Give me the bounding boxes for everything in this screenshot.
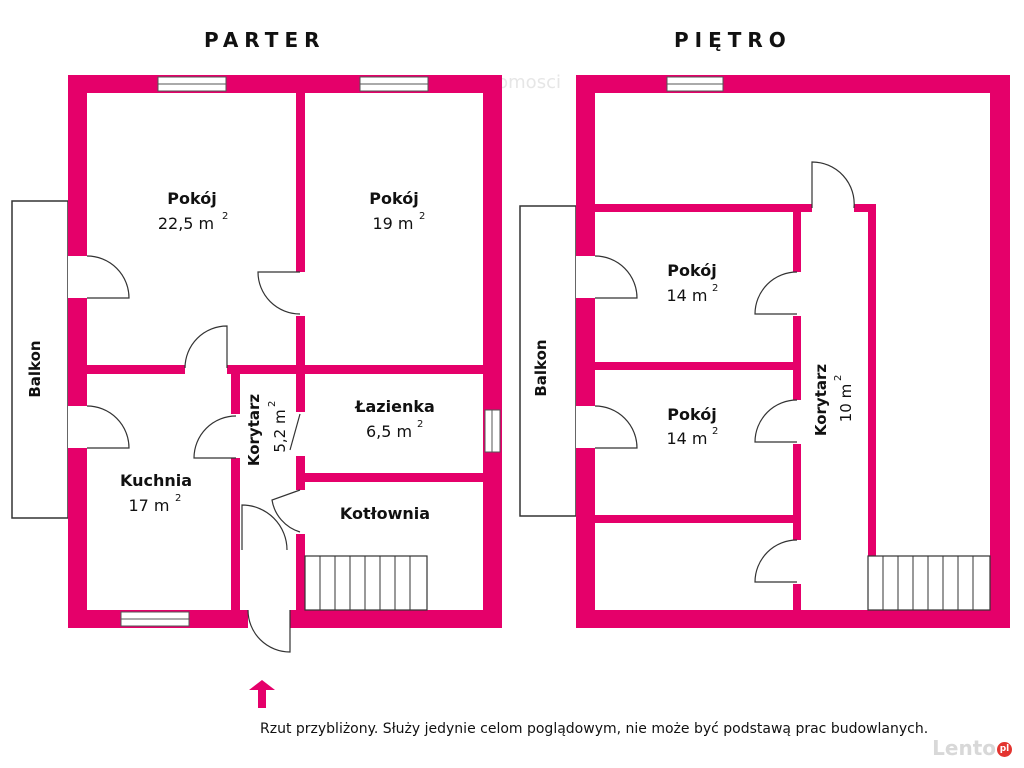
parter-pokoj2-name: Pokój [369, 189, 418, 208]
parter-pokoj2-area-sup: 2 [419, 211, 425, 222]
pietro-stairs [867, 555, 991, 611]
parter-pokoj1-area: 22,5 m [158, 214, 214, 233]
pietro-korytarz-area: 10 m [837, 384, 855, 422]
pietro-pokoj2-area-sup: 2 [712, 426, 718, 437]
pietro-pokoj1-area: 14 m [666, 286, 707, 305]
parter-kuchnia-area-sup: 2 [175, 493, 181, 504]
parter-windows [120, 76, 501, 627]
lento-logo-text: Lento [932, 736, 996, 760]
parter-lazienka-name: Łazienka [354, 397, 435, 416]
parter-stairs [304, 555, 428, 611]
parter-kotlownia-name: Kotłownia [340, 504, 430, 523]
floor-title-parter: PARTER [204, 28, 326, 52]
parter-lazienka-area: 6,5 m [366, 422, 412, 441]
pietro-pokoj2-name: Pokój [667, 405, 716, 424]
parter-lazienka-area-sup: 2 [417, 419, 423, 430]
parter-pokoj1-name: Pokój [167, 189, 216, 208]
pietro-korytarz-name: Korytarz [812, 364, 830, 437]
parter-pokoj2-area: 19 m [372, 214, 413, 233]
pietro-pokoj1-area-sup: 2 [712, 283, 718, 294]
pietro-korytarz-area-sup: 2 [833, 375, 844, 381]
pietro-windows [666, 76, 724, 92]
parter-korytarz-name: Korytarz [245, 394, 263, 467]
pietro-pokoj1-name: Pokój [667, 261, 716, 280]
parter-korytarz-area-sup: 2 [267, 401, 278, 407]
parter-walls [68, 75, 502, 628]
parter-doors [68, 255, 305, 653]
lento-pl-badge: pl [997, 742, 1012, 757]
pietro-balcony-label: Balkon [532, 339, 550, 396]
pietro-doors [576, 161, 855, 584]
parter-pokoj1-area-sup: 2 [222, 211, 228, 222]
floor-title-pietro: PIĘTRO [674, 28, 792, 52]
parter-kuchnia-area: 17 m [128, 496, 169, 515]
parter-balcony-label: Balkon [26, 340, 44, 397]
disclaimer-caption: Rzut przybliżony. Służy jedynie celom po… [260, 721, 929, 737]
parter-kuchnia-name: Kuchnia [120, 471, 192, 490]
entrance-arrow-icon [249, 680, 275, 708]
parter-korytarz-area: 5,2 m [271, 409, 289, 452]
pietro-pokoj2-area: 14 m [666, 429, 707, 448]
